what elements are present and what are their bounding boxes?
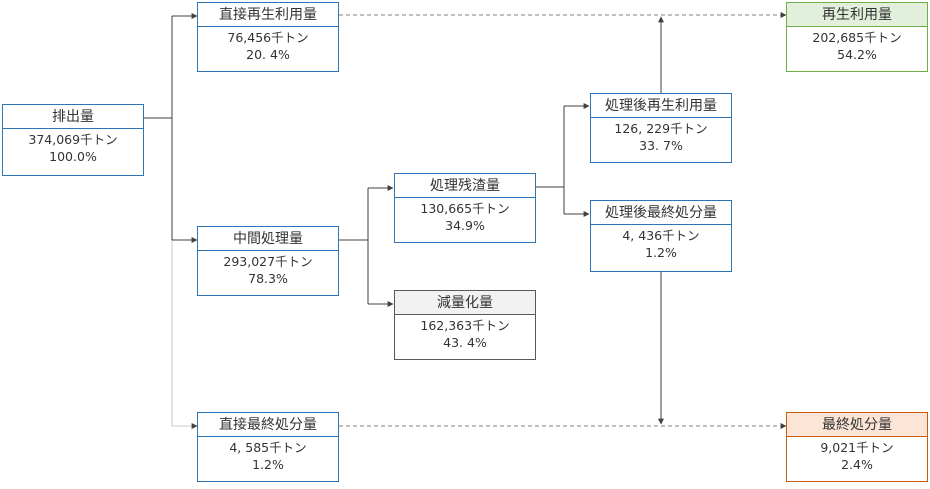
node-chokusetsu-saishu: 直接最終処分量 4, 585千トン 1.2% [197,412,339,482]
node-title: 中間処理量 [198,227,338,251]
node-percent: 2.4% [841,457,873,472]
node-amount: 293,027千トン [223,254,313,269]
node-genryo: 減量化量 162,363千トン 43. 4% [394,290,536,360]
node-amount: 162,363千トン [420,318,510,333]
node-title: 最終処分量 [787,413,927,437]
node-zansa: 処理残渣量 130,665千トン 34.9% [394,173,536,243]
node-title: 処理後再生利用量 [591,94,731,118]
node-title: 直接最終処分量 [198,413,338,437]
node-amount: 202,685千トン [812,30,902,45]
node-amount: 126, 229千トン [614,121,708,136]
node-haishutsu: 排出量 374,069千トン 100.0% [2,104,144,176]
node-percent: 33. 7% [639,138,683,153]
node-amount: 4, 585千トン [229,440,307,455]
node-percent: 1.2% [645,245,677,260]
node-chokusetsu-saisei: 直接再生利用量 76,456千トン 20. 4% [197,2,339,72]
node-amount: 130,665千トン [420,201,510,216]
node-amount: 374,069千トン [28,132,118,147]
node-title: 再生利用量 [787,3,927,27]
node-percent: 20. 4% [246,47,290,62]
node-chukan: 中間処理量 293,027千トン 78.3% [197,226,339,296]
node-saisei: 再生利用量 202,685千トン 54.2% [786,2,928,72]
node-shorigo-saishu: 処理後最終処分量 4, 436千トン 1.2% [590,200,732,272]
node-amount: 9,021千トン [820,440,894,455]
node-percent: 34.9% [445,218,485,233]
node-amount: 4, 436千トン [622,228,700,243]
node-percent: 78.3% [248,271,288,286]
node-percent: 43. 4% [443,335,487,350]
node-amount: 76,456千トン [227,30,309,45]
node-percent: 54.2% [837,47,877,62]
node-title: 減量化量 [395,291,535,315]
node-title: 直接再生利用量 [198,3,338,27]
node-shorigo-saisei: 処理後再生利用量 126, 229千トン 33. 7% [590,93,732,163]
node-title: 処理後最終処分量 [591,201,731,225]
node-title: 排出量 [3,105,143,129]
node-saishu: 最終処分量 9,021千トン 2.4% [786,412,928,482]
node-title: 処理残渣量 [395,174,535,198]
node-percent: 100.0% [49,149,97,164]
node-percent: 1.2% [252,457,284,472]
